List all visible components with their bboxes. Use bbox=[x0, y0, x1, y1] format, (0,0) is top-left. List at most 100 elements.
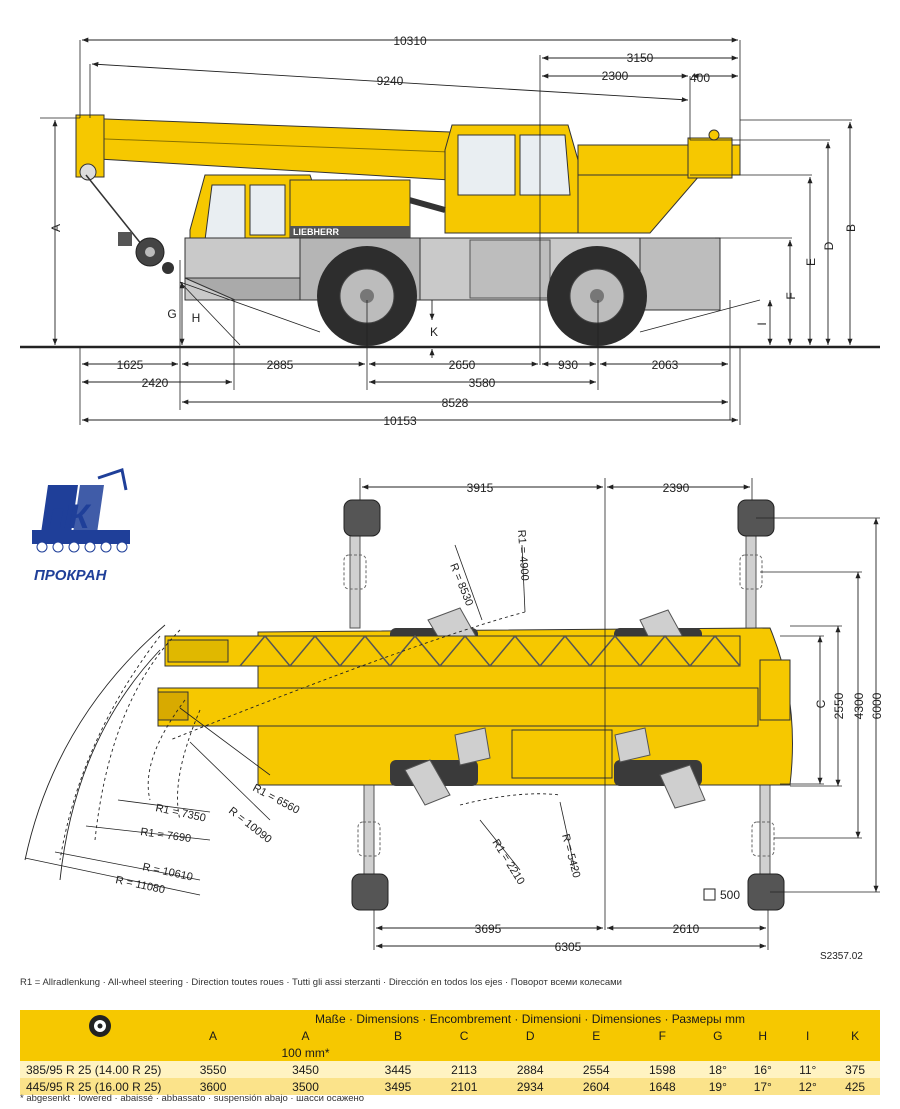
cell: 2604 bbox=[563, 1078, 630, 1095]
col-header-F: F bbox=[629, 1027, 696, 1044]
letter-H: H bbox=[192, 311, 201, 325]
radius-7690: R1 = 7690 bbox=[140, 826, 192, 845]
col-header-E: E bbox=[563, 1027, 630, 1044]
top-view-dim-lines bbox=[362, 484, 879, 949]
letter-F: F bbox=[784, 292, 798, 299]
dim-3150: 3150 bbox=[627, 51, 654, 65]
tyre-size: 445/95 R 25 (16.00 R 25) bbox=[20, 1078, 180, 1095]
cell: 2113 bbox=[431, 1061, 498, 1078]
main-boom-top bbox=[157, 659, 791, 779]
letter-D: D bbox=[822, 241, 836, 250]
col-header-B: B bbox=[364, 1027, 432, 1044]
dim-8528: 8528 bbox=[442, 396, 469, 410]
dim-2550: 2550 bbox=[832, 692, 846, 719]
logo-mark: ПК bbox=[44, 498, 91, 536]
letter-G: G bbox=[167, 307, 176, 321]
logo-name: ПРОКРАН bbox=[34, 567, 108, 584]
top-view-extension-lines bbox=[756, 517, 880, 893]
dim-3580: 3580 bbox=[469, 376, 496, 390]
col-header-A: A bbox=[180, 1027, 247, 1044]
brand-label: LIEBHERR bbox=[293, 227, 340, 237]
front-wheel bbox=[317, 246, 417, 346]
side-vertical-dim-lines bbox=[52, 120, 853, 358]
dim-3695: 3695 bbox=[475, 922, 502, 936]
cell: 18° bbox=[695, 1061, 741, 1078]
table-header-title: Maße · Dimensions · Encombrement · Dimen… bbox=[180, 1010, 880, 1027]
radius-5420: R = 5420 bbox=[559, 833, 582, 880]
side-bottom-dim-lines bbox=[82, 361, 738, 423]
letter-E: E bbox=[804, 258, 818, 266]
dim-10153: 10153 bbox=[383, 414, 417, 428]
cell: 2884 bbox=[497, 1061, 564, 1078]
dim-C: C bbox=[814, 699, 828, 708]
pad-size-square bbox=[703, 888, 716, 901]
cell: 3450 bbox=[246, 1061, 365, 1078]
col-header-I: I bbox=[785, 1027, 831, 1044]
turning-arcs bbox=[59, 611, 561, 861]
col-header-A-lowered: A bbox=[246, 1027, 365, 1044]
table-row: 385/95 R 25 (14.00 R 25) 3550 3450 3445 … bbox=[20, 1061, 880, 1078]
dim-4300: 4300 bbox=[852, 692, 866, 719]
dim-6000: 6000 bbox=[870, 692, 884, 719]
radius-leaders bbox=[24, 544, 576, 896]
footnote: * abgesenkt · lowered · abaissé · abbass… bbox=[20, 1093, 365, 1104]
drawing-code: S2357.02 bbox=[820, 951, 863, 962]
dimensions-table: Maße · Dimensions · Encombrement · Dimen… bbox=[20, 1010, 880, 1095]
col-header-K: K bbox=[830, 1027, 880, 1044]
cell: 11° bbox=[785, 1061, 831, 1078]
col-header-H: H bbox=[740, 1027, 786, 1044]
turning-arcs-solid bbox=[24, 624, 166, 881]
dim-2420: 2420 bbox=[142, 376, 169, 390]
dim-6305: 6305 bbox=[555, 940, 582, 954]
cell: 3500 bbox=[246, 1078, 365, 1095]
dim-9240: 9240 bbox=[377, 74, 404, 88]
boom-side bbox=[75, 114, 451, 274]
side-top-dim-lines bbox=[82, 37, 738, 103]
letter-I: I bbox=[755, 322, 769, 325]
cell: 16° bbox=[740, 1061, 786, 1078]
col-header-D: D bbox=[497, 1027, 564, 1044]
dim-3915: 3915 bbox=[467, 481, 494, 495]
table-row: 445/95 R 25 (16.00 R 25) 3600 3500 3495 … bbox=[20, 1078, 880, 1095]
tyre-icon-cell bbox=[20, 1010, 180, 1044]
letter-B: B bbox=[844, 224, 858, 232]
dim-1625: 1625 bbox=[117, 358, 144, 372]
letter-K: K bbox=[430, 325, 438, 339]
cell: 19° bbox=[695, 1078, 741, 1095]
radius-2210: R1 = 2210 bbox=[489, 837, 526, 887]
cell: 2554 bbox=[563, 1061, 630, 1078]
steering-legend: R1 = Allradlenkung · All-wheel steering … bbox=[20, 977, 622, 988]
crane-cab bbox=[444, 124, 741, 234]
cell: 12° bbox=[785, 1078, 831, 1095]
side-view: LIEBHERR bbox=[20, 34, 880, 428]
prokran-logo: ПК ПРОКРАН bbox=[32, 468, 130, 584]
radius-10090: R = 10090 bbox=[226, 805, 274, 846]
pad-size-label: 500 bbox=[720, 888, 740, 902]
dim-400: 400 bbox=[690, 71, 710, 85]
dim-930: 930 bbox=[558, 358, 578, 372]
top-view: R = 8530 R1 = 4900 R1 = 6560 R = 10090 R… bbox=[24, 478, 884, 954]
radius-7350: R1 = 7350 bbox=[154, 802, 206, 824]
dim-2300: 2300 bbox=[602, 69, 629, 83]
cell: 2934 bbox=[497, 1078, 564, 1095]
radius-4900: R1 = 4900 bbox=[515, 529, 531, 581]
cell: 2101 bbox=[431, 1078, 498, 1095]
lattice-jib bbox=[164, 634, 741, 668]
radius-8530: R = 8530 bbox=[447, 562, 475, 608]
cell: 17° bbox=[740, 1078, 786, 1095]
cell: 3600 bbox=[180, 1078, 247, 1095]
cell: 425 bbox=[830, 1078, 880, 1095]
cell: 1648 bbox=[629, 1078, 696, 1095]
tyre-size: 385/95 R 25 (14.00 R 25) bbox=[20, 1061, 180, 1078]
cell: 3550 bbox=[180, 1061, 247, 1078]
dim-2390: 2390 bbox=[663, 481, 690, 495]
col-subheader-lowered: 100 mm* bbox=[246, 1044, 365, 1061]
col-header-G: G bbox=[695, 1027, 741, 1044]
radius-6560: R1 = 6560 bbox=[251, 782, 302, 817]
cell: 1598 bbox=[629, 1061, 696, 1078]
tyre-icon bbox=[89, 1014, 111, 1037]
dim-10310: 10310 bbox=[393, 34, 427, 48]
col-header-C: C bbox=[431, 1027, 498, 1044]
letter-A: A bbox=[49, 224, 63, 232]
